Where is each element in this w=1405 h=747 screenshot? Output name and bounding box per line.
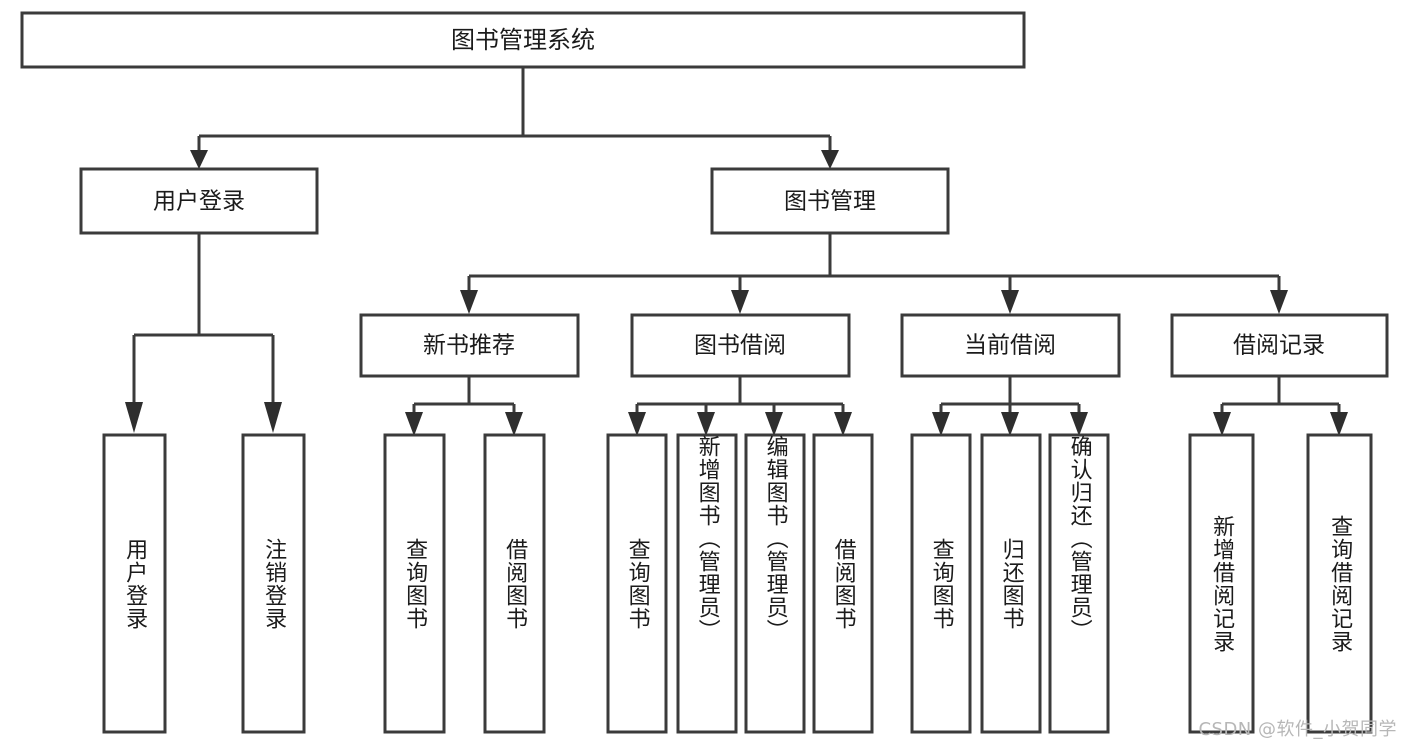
node-current-borrow-label: 当前借阅 [964,333,1056,359]
arrow-head-borrow-record [1270,290,1288,314]
arrow-head-book-borrow [731,290,749,314]
arrow-head-bookborrow-leaf-3 [765,412,783,436]
node-new-book-recommend[interactable]: 新书推荐 [359,313,580,378]
node-root-box[interactable] [20,11,1026,69]
node-root-label: 图书管理系统 [451,26,595,54]
leaf-box-borrow-query[interactable] [606,433,668,734]
arrow-head-bookborrow-leaf-4 [834,412,852,436]
leaf-box-current-return[interactable] [980,433,1042,734]
node-book-manage-box[interactable] [710,167,950,235]
csdn-watermark: CSDN @软件_小贺同学 [1198,719,1397,740]
arrow-head-currentborrow-leaf-1 [932,412,950,436]
leaf-box-layer [102,433,1373,734]
node-borrow-record[interactable]: 借阅记录 [1170,313,1389,378]
node-borrow-record-label: 借阅记录 [1233,333,1325,359]
arrow-head-newbook-leaf-1 [405,412,423,436]
leaf-box-borrow-edit[interactable] [744,433,806,734]
arrow-head-new-book [460,290,478,314]
leaf-box-current-confirm[interactable] [1048,433,1110,734]
arrow-head-newbook-leaf-2 [505,412,523,436]
node-user-login-label: 用户登录 [153,189,245,215]
arrow-head-bookborrow-leaf-2 [697,412,715,436]
node-user-login-box[interactable] [79,167,319,235]
node-current-borrow-box[interactable] [900,313,1121,378]
node-root[interactable]: 图书管理系统 [20,11,1026,69]
node-book-manage-label: 图书管理 [784,189,876,215]
node-book-manage[interactable]: 图书管理 [710,167,950,235]
leaf-box-borrow-add[interactable] [676,433,738,734]
arrow-head-borrowrecord-leaf-1 [1213,412,1231,436]
arrow-head-borrowrecord-leaf-2 [1330,412,1348,436]
node-new-book-recommend-label: 新书推荐 [423,333,515,359]
leaf-box-current-query[interactable] [910,433,972,734]
node-book-borrow-box[interactable] [630,313,851,378]
leaf-box-borrow-lend[interactable] [812,433,874,734]
node-book-borrow-label: 图书借阅 [694,333,786,359]
node-current-borrow[interactable]: 当前借阅 [900,313,1121,378]
leaf-box-user-login[interactable] [102,433,167,734]
connector-layer [125,67,1348,436]
arrow-head-book-manage [821,150,839,169]
arrow-head-currentborrow-leaf-2 [1001,412,1019,436]
arrow-head-current-borrow [1001,290,1019,314]
leaf-box-record-add[interactable] [1188,433,1255,734]
node-user-login[interactable]: 用户登录 [79,167,319,235]
leaf-box-newbook-query[interactable] [383,433,446,734]
arrow-head-user-login [190,150,208,169]
leaf-box-newbook-borrow[interactable] [483,433,546,734]
node-new-book-recommend-box[interactable] [359,313,580,378]
leaf-box-logout[interactable] [241,433,306,734]
node-borrow-record-box[interactable] [1170,313,1389,378]
leaf-box-record-query[interactable] [1306,433,1373,734]
arrow-head-currentborrow-leaf-3 [1070,412,1088,436]
node-book-borrow[interactable]: 图书借阅 [630,313,851,378]
arrow-head-bookborrow-leaf-1 [628,412,646,436]
arrow-head-leaf-user-login [125,402,143,433]
arrow-head-leaf-logout [264,402,282,433]
